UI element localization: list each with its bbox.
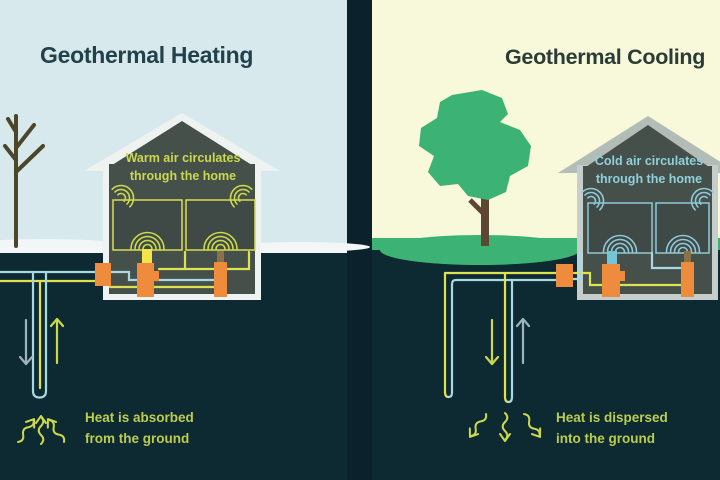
heat-wave-icon (203, 231, 238, 250)
cooling-house-label: Cold air circulates through the home (576, 152, 720, 188)
wall-connector (95, 263, 111, 286)
room-left (587, 202, 653, 254)
wall-connector (556, 264, 573, 287)
bare-tree-icon (3, 114, 45, 248)
pump-nub (619, 271, 625, 281)
cooling-house (556, 116, 720, 300)
down-arrow-icon (484, 318, 500, 366)
room-right (185, 199, 256, 251)
heat-wave-icon (111, 184, 135, 208)
heating-panel-scene (0, 113, 370, 445)
heating-ground-loop-pipe (0, 270, 98, 399)
cooling-house-label-line1: Cold air circulates (594, 154, 704, 168)
cold-wave-icon (665, 234, 701, 253)
heat-wave-icon (229, 184, 253, 208)
riser-stub (217, 251, 224, 263)
cooling-house-label-line2: through the home (595, 172, 703, 186)
heating-house (84, 113, 280, 300)
heating-house-label: Warm air circulates through the home (110, 149, 256, 185)
cooling-ground-loop-pipe (443, 271, 560, 404)
room-right (655, 202, 710, 254)
pump-body (137, 263, 154, 297)
cold-wave-icon (602, 234, 638, 253)
pump-body (602, 264, 620, 297)
cooling-ground-caption-line2: into the ground (556, 431, 655, 446)
heating-ground-caption-line2: from the ground (85, 431, 190, 446)
heating-house-label-line1: Warm air circulates (125, 151, 241, 165)
heating-house-label-line2: through the home (129, 169, 237, 183)
heat-squiggle-icons (468, 412, 542, 442)
cooling-panel-scene (372, 90, 720, 442)
leafy-tree-icon (419, 90, 531, 246)
heat-pump (95, 249, 227, 297)
cold-wave-icon (581, 187, 605, 211)
up-arrow-icon (49, 317, 65, 365)
basement-pipes (108, 250, 251, 289)
heating-title: Geothermal Heating (40, 42, 254, 68)
heat-squiggle-icons (17, 415, 66, 445)
room-left (112, 199, 183, 251)
pump-nub (153, 271, 159, 281)
pump-body-2 (214, 262, 227, 297)
up-arrow-icon (515, 317, 531, 365)
cooling-title: Geothermal Cooling (505, 45, 706, 69)
pump-cap-blue (607, 251, 617, 266)
cooling-ground-caption: Heat is dispersed into the ground (556, 407, 668, 449)
pump-body-2 (681, 262, 694, 297)
heating-ground-caption-line1: Heat is absorbed (85, 410, 194, 425)
heat-pump (556, 251, 694, 297)
riser-stub (684, 251, 691, 263)
pump-cap-yellow (142, 249, 152, 265)
attic-gable (583, 125, 712, 169)
down-arrow-icon (18, 318, 34, 366)
panel-divider (347, 0, 372, 480)
attic-gable (109, 121, 255, 167)
heat-wave-icon (130, 231, 165, 250)
cold-wave-icon (690, 187, 714, 211)
heating-ground-caption: Heat is absorbed from the ground (85, 407, 194, 449)
cooling-ground-caption-line1: Heat is dispersed (556, 410, 668, 425)
